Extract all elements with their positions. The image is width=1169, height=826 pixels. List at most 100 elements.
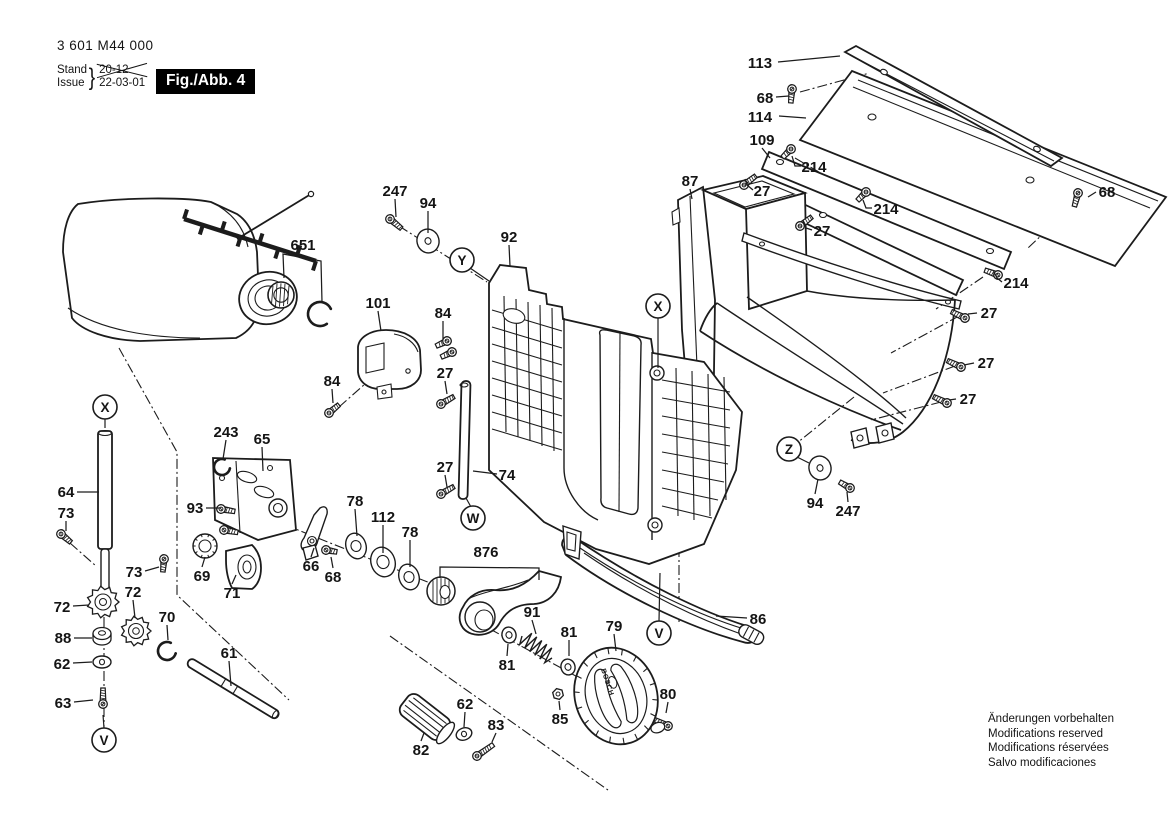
part-label-27: 27 xyxy=(744,178,770,200)
part-number-text: 92 xyxy=(501,229,518,246)
issue-block: Stand Issue } 20-12 22-03-01 xyxy=(57,64,145,90)
knurled-nut-icon xyxy=(426,576,456,606)
washer-icon xyxy=(455,727,473,741)
washer-icon xyxy=(369,546,397,578)
part-number-text: 91 xyxy=(524,604,541,621)
part-label-62: 62 xyxy=(54,656,93,673)
part-label-87: 87 xyxy=(682,173,699,200)
screw-icon xyxy=(216,504,236,515)
stand-label: Stand xyxy=(57,64,88,76)
notice-line-en: Modifications reserved xyxy=(988,727,1104,740)
screw-icon xyxy=(98,687,108,709)
screw-icon xyxy=(385,214,404,232)
callout-letter: Y xyxy=(457,253,466,268)
part-label-84: 84 xyxy=(435,305,452,339)
part-number-text: 214 xyxy=(801,159,827,176)
part-number-text: 79 xyxy=(606,618,623,635)
hardware-layer: BOSCH xyxy=(56,84,1083,761)
part-number-text: 84 xyxy=(324,373,341,390)
part-label-247: 247 xyxy=(382,183,408,218)
part-number-text: 109 xyxy=(749,132,774,149)
screw-icon xyxy=(436,393,456,409)
part-number-text: 61 xyxy=(221,645,238,662)
part-label-93: 93 xyxy=(187,500,219,517)
part-number-text: 651 xyxy=(290,237,315,254)
part-number-text: 65 xyxy=(254,431,271,448)
part-label-72: 72 xyxy=(54,599,90,616)
part-label-61: 61 xyxy=(221,645,238,687)
part-number-text: 27 xyxy=(814,223,831,240)
shaft-61-drawing xyxy=(186,658,280,720)
circlip-icon xyxy=(212,457,232,477)
part-label-78: 78 xyxy=(347,493,363,537)
part-label-651: 651 xyxy=(282,237,323,303)
part-label-79: 79 xyxy=(606,618,623,652)
part-label-876: 876 xyxy=(439,544,540,580)
part-label-78: 78 xyxy=(402,524,418,567)
notice-line-fr: Modifications réservées xyxy=(988,742,1109,754)
part-number-text: 62 xyxy=(54,656,71,673)
issue-date: 22-03-01 xyxy=(99,77,146,89)
spring-icon xyxy=(518,632,553,665)
part-number-text: 27 xyxy=(960,391,977,408)
part-number-text: 113 xyxy=(748,55,772,72)
part-number-text: 68 xyxy=(1099,184,1116,201)
part-number-text: 64 xyxy=(58,484,75,501)
part-number-text: 73 xyxy=(58,505,75,522)
part-number-text: 112 xyxy=(371,509,395,526)
grip-cylinder-drawing xyxy=(398,693,456,745)
part-number-text: 876 xyxy=(473,544,498,561)
part-number-text: 93 xyxy=(187,500,204,517)
callout-letter: X xyxy=(100,400,109,415)
part-number-text: 82 xyxy=(413,742,430,759)
callout-X: X xyxy=(92,394,118,428)
serrated-bar-icon xyxy=(182,208,318,272)
washer-icon xyxy=(397,563,421,591)
part-label-86: 86 xyxy=(715,611,766,628)
screw-icon xyxy=(321,545,338,555)
washer-icon xyxy=(808,455,832,481)
part-number-text: 247 xyxy=(835,503,860,520)
part-number-text: 247 xyxy=(382,183,407,200)
part-number-text: 27 xyxy=(437,365,454,382)
bracket-65-drawing xyxy=(212,457,297,541)
cover-plates-drawing xyxy=(760,44,1168,297)
screw-icon xyxy=(945,357,966,372)
clamp-lever-drawing xyxy=(458,569,562,636)
part-label-64: 64 xyxy=(58,484,99,501)
screw-icon xyxy=(837,479,855,493)
part-label-94: 94 xyxy=(807,478,824,512)
part-number-text: 94 xyxy=(807,495,824,512)
callout-W: W xyxy=(460,497,486,531)
part-number-text: 87 xyxy=(682,173,699,190)
part-label-27: 27 xyxy=(967,305,997,322)
part-number-text: 214 xyxy=(873,201,899,218)
annotation-layer: 1136811410921427214276887272727214247949… xyxy=(54,55,1116,759)
part-number-text: 94 xyxy=(420,195,437,212)
nut-icon xyxy=(551,687,565,701)
part-label-68: 68 xyxy=(1087,184,1116,201)
part-label-81: 81 xyxy=(499,643,515,674)
screw-icon xyxy=(439,347,457,360)
part-number-text: 73 xyxy=(126,564,143,581)
part-number-text: 74 xyxy=(499,467,516,484)
screw-icon xyxy=(324,402,342,418)
notice-line-de: Änderungen vorbehalten xyxy=(988,713,1114,725)
part-label-73: 73 xyxy=(126,564,160,581)
pin-icon xyxy=(236,190,315,240)
part-label-214: 214 xyxy=(993,271,1029,292)
part-label-66: 66 xyxy=(303,547,319,575)
main-panel-drawing xyxy=(488,264,743,565)
screw-icon xyxy=(434,336,452,349)
brace-glyph: } xyxy=(88,63,96,91)
figure-label: Fig./Abb. 4 xyxy=(156,69,256,94)
part-label-82: 82 xyxy=(413,732,430,759)
part-number-text: 72 xyxy=(54,599,71,616)
part-number-text: 214 xyxy=(1003,275,1029,292)
depth-rod-drawing xyxy=(97,429,113,593)
guard-housing-drawing xyxy=(670,175,962,453)
screw-icon xyxy=(436,483,456,499)
modifications-notice: Änderungen vorbehalten Modifications res… xyxy=(988,712,1114,770)
